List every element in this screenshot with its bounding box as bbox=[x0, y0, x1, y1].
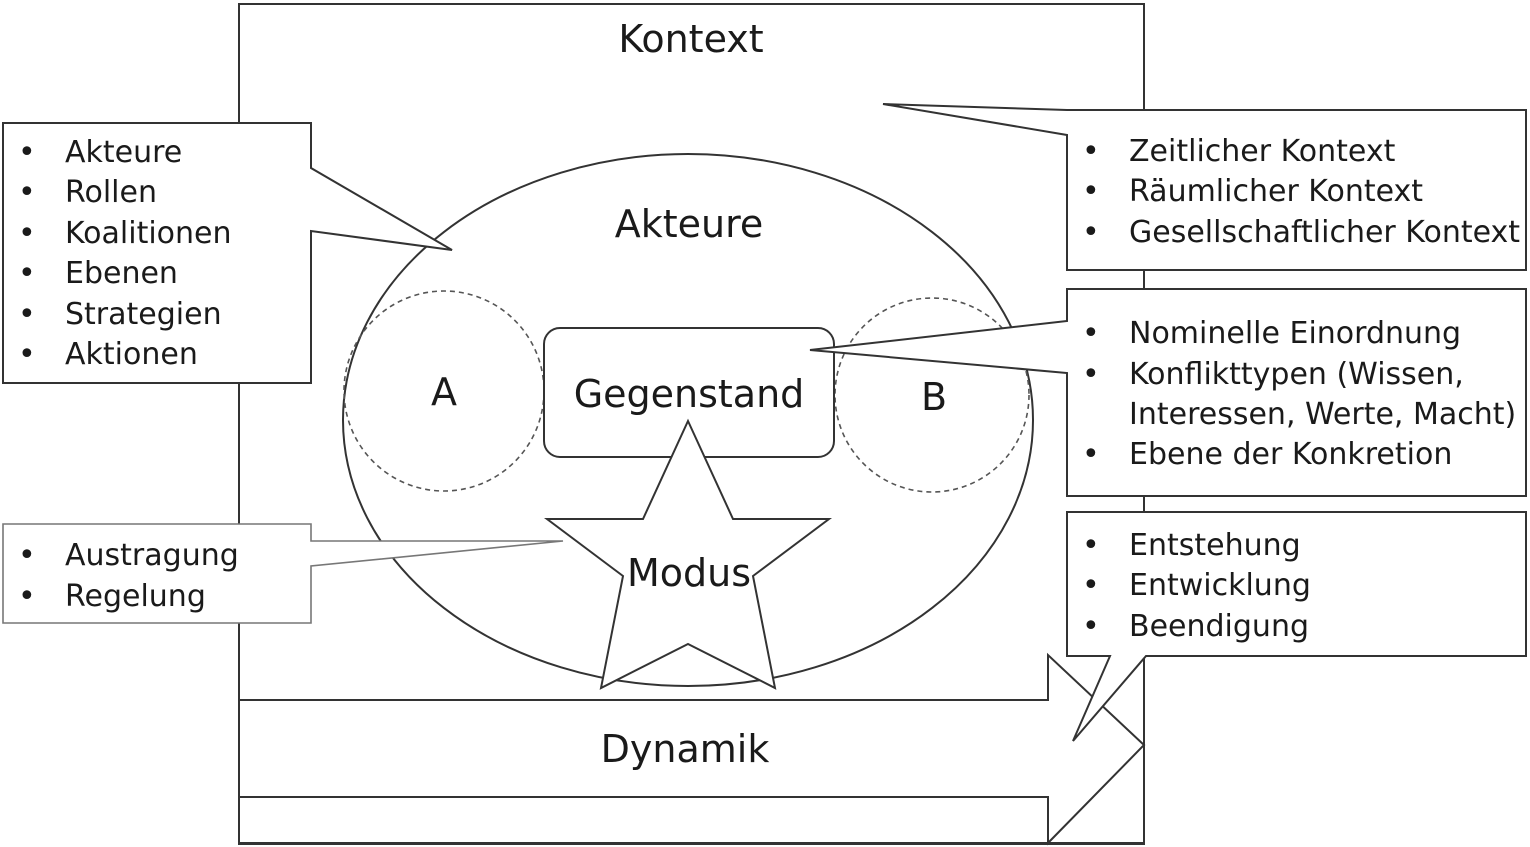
svg-text:•: • bbox=[18, 579, 36, 614]
mode-callout-item: Austragung bbox=[65, 538, 239, 573]
mode-star bbox=[544, 418, 832, 690]
subject-callout-item: Konflikttypen (Wissen, bbox=[1129, 357, 1464, 392]
actors-label: Akteure bbox=[615, 202, 764, 246]
svg-text:•: • bbox=[1082, 528, 1100, 563]
party-b-label: B bbox=[921, 375, 947, 419]
actors-callout-item: Aktionen bbox=[65, 337, 198, 372]
actors-callout-item: Strategien bbox=[65, 297, 222, 332]
subject-callout-item: Interessen, Werte, Macht) bbox=[1129, 397, 1516, 432]
context-callout bbox=[882, 103, 1527, 271]
actors-callout-item: Koalitionen bbox=[65, 216, 232, 251]
dynamics-callout-list: • Entstehung • Entwicklung • Beendigung bbox=[1082, 528, 1311, 644]
actors-callout-item: Rollen bbox=[65, 175, 157, 210]
svg-text:•: • bbox=[18, 337, 36, 372]
mode-callout-list: • Austragung • Regelung bbox=[18, 538, 239, 614]
svg-text:•: • bbox=[1082, 215, 1100, 250]
actors-callout-item: Akteure bbox=[65, 135, 182, 170]
dynamics-arrow bbox=[238, 652, 1146, 846]
mode-callout-item: Regelung bbox=[65, 579, 206, 614]
context-callout-item: Zeitlicher Kontext bbox=[1129, 134, 1396, 169]
svg-text:•: • bbox=[1082, 357, 1100, 392]
subject-callout-item: Nominelle Einordnung bbox=[1129, 316, 1461, 351]
actors-callout-list: • Akteure • Rollen • Koalitionen • Ebene… bbox=[18, 135, 232, 372]
mode-callout bbox=[2, 523, 564, 624]
dynamics-callout-item: Beendigung bbox=[1129, 609, 1309, 644]
dynamics-callout-item: Entwicklung bbox=[1129, 568, 1311, 603]
svg-text:•: • bbox=[1082, 134, 1100, 169]
party-b-circle bbox=[834, 297, 1030, 493]
svg-text:•: • bbox=[18, 135, 36, 170]
svg-text:•: • bbox=[1082, 609, 1100, 644]
context-label: Kontext bbox=[618, 17, 763, 61]
svg-text:•: • bbox=[18, 538, 36, 573]
svg-text:•: • bbox=[18, 216, 36, 251]
party-a-label: A bbox=[431, 370, 457, 414]
svg-text:•: • bbox=[1082, 316, 1100, 351]
context-callout-list: • Zeitlicher Kontext • Räumlicher Kontex… bbox=[1082, 134, 1520, 250]
svg-text:•: • bbox=[18, 256, 36, 291]
mode-label: Modus bbox=[627, 551, 751, 595]
subject-label: Gegenstand bbox=[574, 372, 805, 416]
subject-callout bbox=[809, 288, 1527, 497]
svg-text:•: • bbox=[18, 175, 36, 210]
context-callout-item: Räumlicher Kontext bbox=[1129, 174, 1423, 209]
context-callout-item: Gesellschaftlicher Kontext bbox=[1129, 215, 1520, 250]
svg-text:•: • bbox=[1082, 568, 1100, 603]
svg-text:•: • bbox=[1082, 174, 1100, 209]
svg-text:•: • bbox=[18, 297, 36, 332]
dynamics-callout bbox=[1066, 511, 1527, 742]
svg-text:•: • bbox=[1082, 437, 1100, 472]
dynamics-label: Dynamik bbox=[601, 727, 770, 771]
subject-callout-list: • Nominelle Einordnung • Konflikttypen (… bbox=[1082, 316, 1516, 472]
actors-callout-item: Ebenen bbox=[65, 256, 178, 291]
actors-callout bbox=[2, 122, 453, 384]
subject-callout-item: Ebene der Konkretion bbox=[1129, 437, 1452, 472]
dynamics-callout-item: Entstehung bbox=[1129, 528, 1301, 563]
